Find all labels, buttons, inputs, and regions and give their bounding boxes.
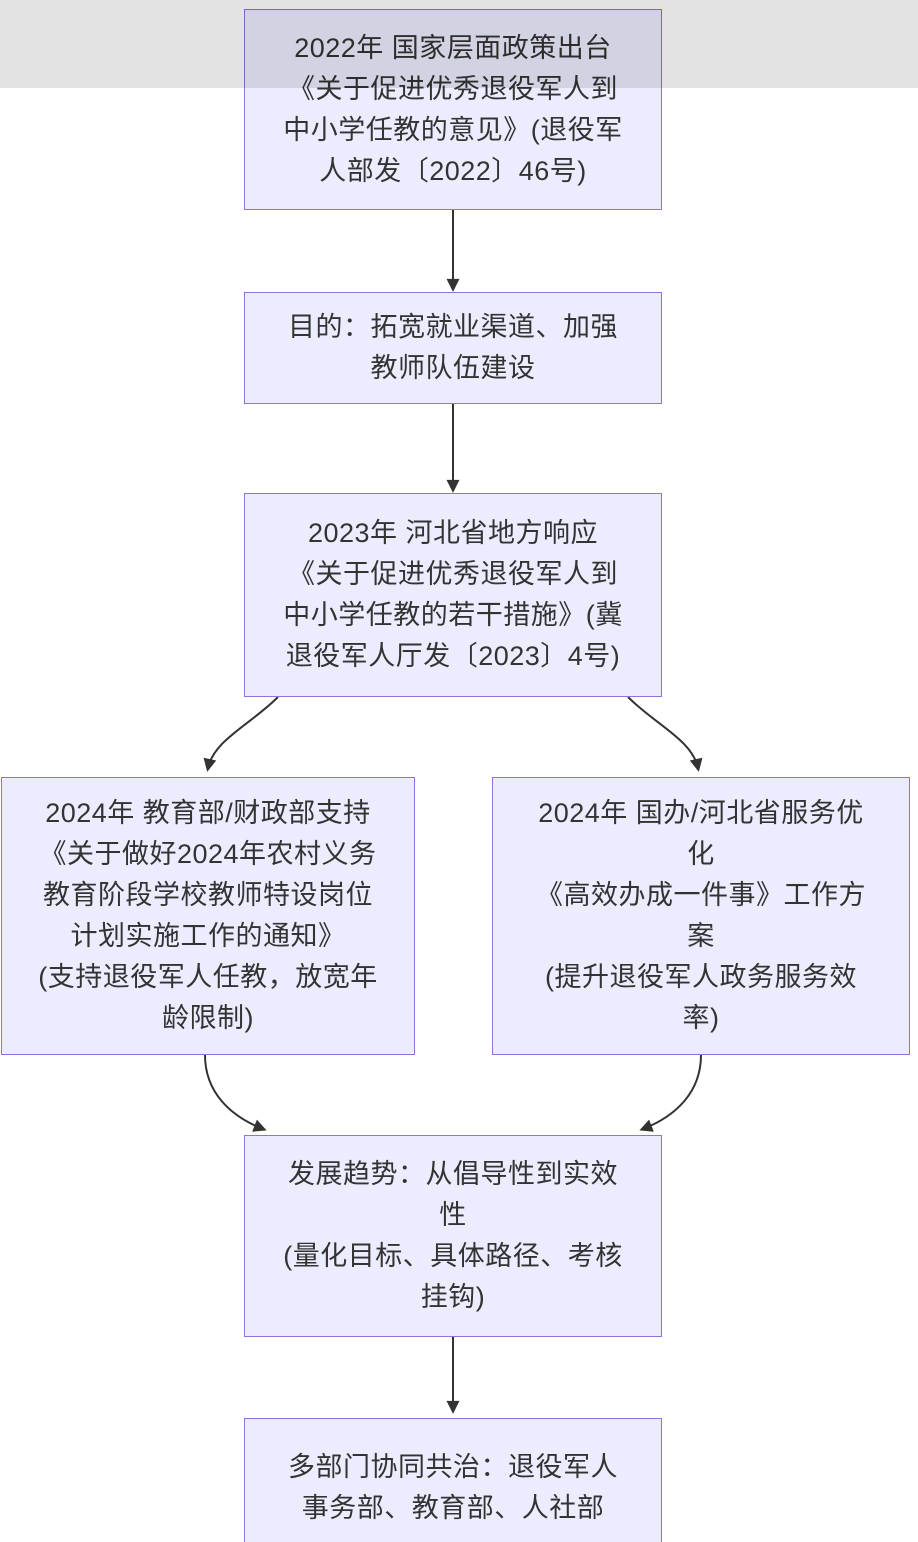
edge-hebei-to-service <box>627 696 703 772</box>
node-hebei-response-2023: 2023年 河北省地方响应 《关于促进优秀退役军人到 中小学任教的若干措施》(冀… <box>244 493 662 697</box>
node-national-policy-2022: 2022年 国家层面政策出台 《关于促进优秀退役军人到 中小学任教的意见》(退役… <box>244 9 662 210</box>
node-development-trend: 发展趋势：从倡导性到实效 性 (量化目标、具体路径、考核 挂钩) <box>244 1135 662 1337</box>
node-moe-mof-support-2024: 2024年 教育部/财政部支持 《关于做好2024年农村义务 教育阶段学校教师特… <box>1 777 415 1055</box>
node-service-optimization-2024: 2024年 国办/河北省服务优 化 《高效办成一件事》工作方 案 (提升退役军人… <box>492 777 910 1055</box>
node-purpose: 目的：拓宽就业渠道、加强 教师队伍建设 <box>244 292 662 404</box>
edge-moe-mof-to-trend <box>204 1054 267 1132</box>
edge-service-to-trend <box>639 1054 702 1132</box>
edge-hebei-to-moe-mof <box>203 696 279 772</box>
node-multi-department-governance: 多部门协同共治：退役军人 事务部、教育部、人社部 <box>244 1418 662 1542</box>
